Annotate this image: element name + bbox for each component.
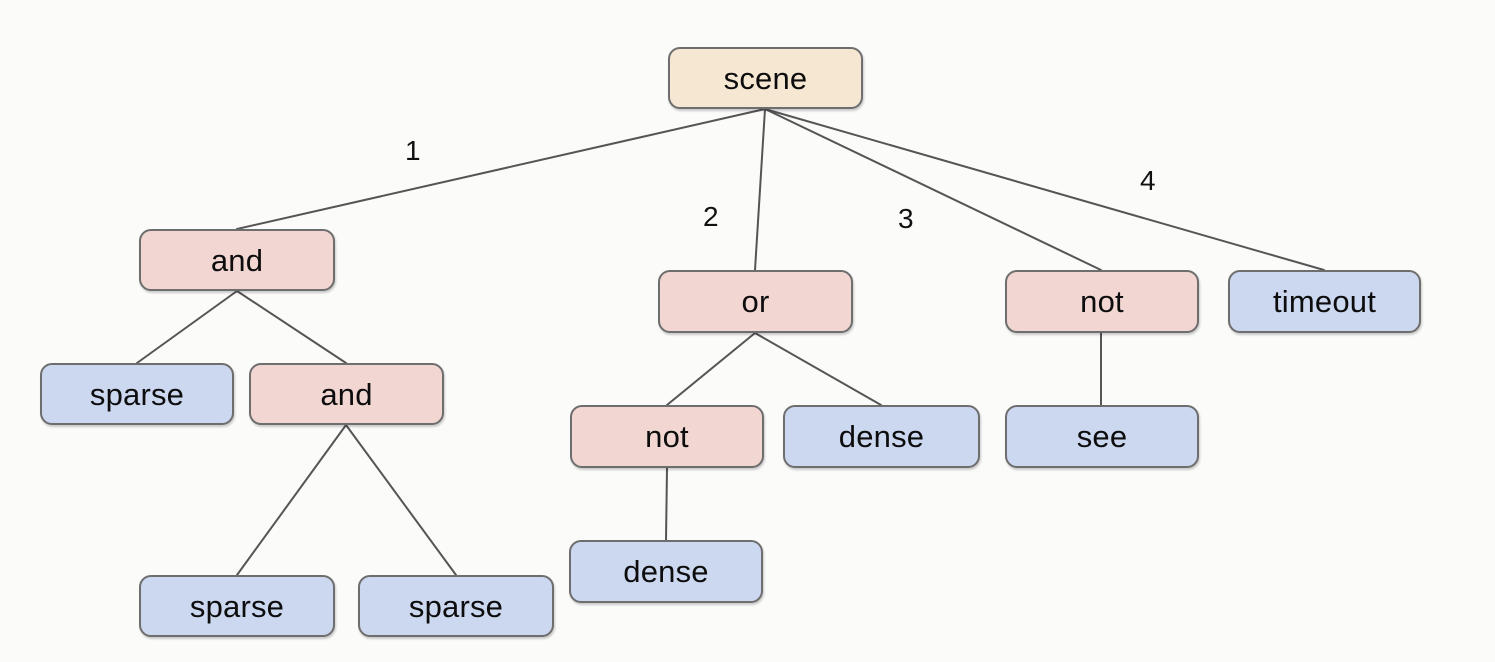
node-sparse1[interactable]: sparse (40, 363, 234, 425)
node-scene[interactable]: scene (668, 47, 863, 109)
edge-or1-to-dense1 (754, 332, 882, 406)
node-label-and2: and (320, 376, 373, 412)
node-and1[interactable]: and (139, 229, 335, 291)
edge-label-3: 3 (898, 203, 914, 234)
node-sparse3[interactable]: sparse (358, 575, 554, 637)
edge-not2-to-dense2 (665, 467, 668, 541)
edge-label-4: 4 (1140, 165, 1156, 196)
node-label-or1: or (741, 284, 770, 319)
edge-scene-to-timeout1 (764, 108, 1325, 271)
node-dense2[interactable]: dense (569, 540, 763, 603)
node-dense1[interactable]: dense (783, 405, 980, 468)
edge-and1-to-and2 (236, 290, 347, 364)
node-label-dense1: dense (838, 419, 925, 454)
edge-scene-to-not1 (764, 108, 1102, 271)
edge-scene-to-or1 (754, 108, 766, 271)
node-label-scene: scene (723, 60, 808, 96)
node-label-sparse1: sparse (89, 376, 185, 412)
edge-and1-to-sparse1 (136, 290, 238, 364)
node-label-and1: and (210, 242, 264, 278)
edge-or1-to-not2 (666, 332, 756, 406)
edge-and2-to-sparse3 (345, 424, 457, 576)
edge-label-2: 2 (703, 201, 719, 232)
node-not1[interactable]: not (1005, 270, 1199, 333)
edge-label-1: 1 (405, 135, 421, 166)
node-label-dense2: dense (623, 554, 709, 589)
node-not2[interactable]: not (570, 405, 764, 468)
node-label-not2: not (645, 419, 689, 454)
node-sparse2[interactable]: sparse (139, 575, 335, 637)
node-see1[interactable]: see (1005, 405, 1199, 468)
node-and2[interactable]: and (249, 363, 444, 425)
node-label-see1: see (1076, 419, 1128, 454)
node-label-timeout1: timeout (1272, 284, 1377, 319)
edge-scene-to-and1 (236, 108, 766, 230)
node-label-sparse3: sparse (408, 588, 504, 624)
edge-and2-to-sparse2 (236, 424, 347, 576)
node-label-not1: not (1080, 284, 1124, 319)
node-timeout1[interactable]: timeout (1228, 270, 1421, 333)
node-or1[interactable]: or (658, 270, 853, 333)
node-label-sparse2: sparse (189, 588, 285, 624)
